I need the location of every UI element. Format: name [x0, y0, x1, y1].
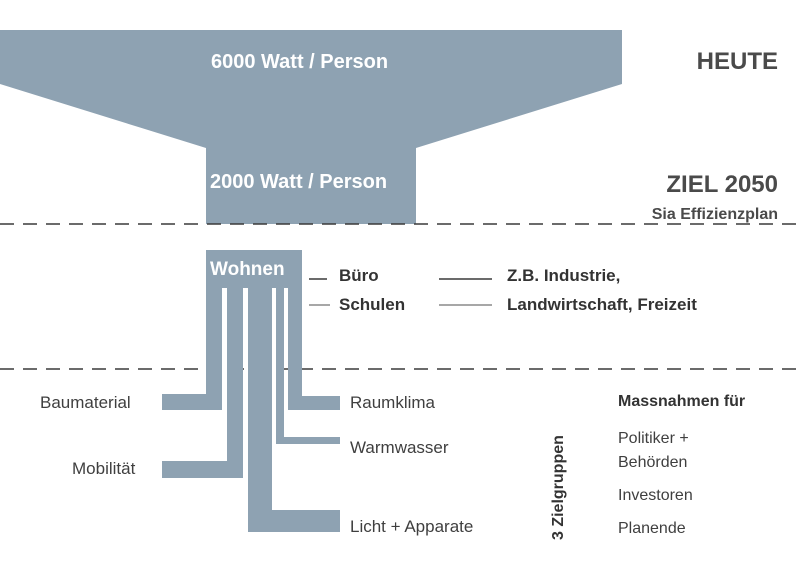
zielgruppen-label: 3 Zielgruppen — [550, 435, 567, 540]
massnahmen-item-politiker: Politiker + — [618, 430, 689, 447]
branch-stem-mobilitaet — [227, 288, 243, 478]
massnahmen-item-planende: Planende — [618, 520, 686, 537]
branch-label-licht: Licht + Apparate — [350, 517, 474, 536]
branch-arm-mobilitaet — [162, 461, 243, 478]
massnahmen-item-investoren: Investoren — [618, 487, 693, 504]
branch-label-mobilitaet: Mobilität — [72, 459, 136, 478]
branch-arm-raumklima — [288, 396, 340, 410]
branch-label-raumklima: Raumklima — [350, 393, 436, 412]
buero-label: Büro — [339, 266, 379, 285]
branch-label-warmwasser: Warmwasser — [350, 438, 449, 457]
heute-label: HEUTE — [696, 48, 778, 75]
massnahmen-item-behoerden: Behörden — [618, 454, 688, 471]
branch-arm-warmwasser — [276, 437, 340, 444]
top-bar-label: 6000 Watt / Person — [211, 51, 389, 73]
massnahmen-title: Massnahmen für — [618, 393, 746, 410]
branch-stem-raumklima — [288, 288, 302, 410]
branch-arm-licht — [248, 510, 340, 532]
ziel-sub-label: Sia Effizienzplan — [651, 206, 778, 223]
industrie-line2: Landwirtschaft, Freizeit — [507, 295, 697, 314]
industrie-line1: Z.B. Industrie, — [507, 266, 621, 285]
branch-label-baumaterial: Baumaterial — [40, 393, 131, 412]
wohnen-block — [206, 250, 302, 288]
schulen-label: Schulen — [339, 295, 406, 314]
neck-label: 2000 Watt / Person — [210, 171, 388, 193]
branch-stem-licht — [248, 288, 272, 532]
branch-stem-warmwasser — [276, 288, 284, 444]
funnel-shape — [0, 30, 622, 224]
branch-arm-baumaterial — [162, 394, 222, 410]
ziel-label: ZIEL 2050 — [666, 171, 778, 198]
wohnen-label: Wohnen — [210, 259, 285, 280]
branch-stem-baumaterial — [206, 288, 222, 410]
